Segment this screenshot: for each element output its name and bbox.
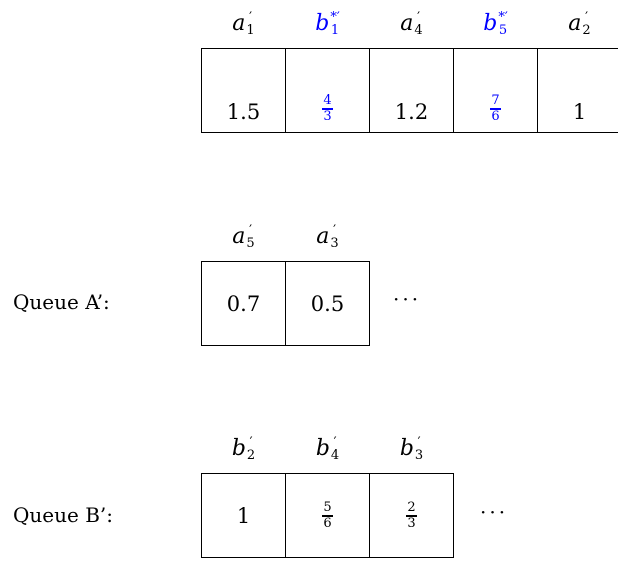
cell-value: 0.7 <box>226 291 261 316</box>
cell-value: 1 <box>572 100 587 124</box>
cell-label: b′2 <box>202 436 285 462</box>
queue-a-ellipsis: ··· <box>393 287 422 311</box>
label-sup: ′ <box>333 223 337 238</box>
numerator: 2 <box>406 499 417 517</box>
label-var: b <box>399 436 414 461</box>
label-sub: 2 <box>246 448 256 463</box>
label-sub: 3 <box>330 236 339 251</box>
label-sub: 5 <box>498 23 508 38</box>
label-sup: ′ <box>249 10 253 25</box>
queue-b-ellipsis: ··· <box>480 500 509 524</box>
cell-value: 1 <box>236 503 251 528</box>
denominator: 3 <box>407 515 416 531</box>
denominator: 6 <box>323 515 332 531</box>
label-var: b <box>483 11 498 36</box>
label-sub: 4 <box>330 448 340 463</box>
array-cell: a′4 1.2 <box>369 11 454 133</box>
label-sup: *′ <box>498 10 508 25</box>
cell-label: a′3 <box>286 224 369 250</box>
label-var: b <box>231 436 246 461</box>
array-cell: a′2 1 <box>537 11 618 133</box>
cell-label: b′3 <box>370 436 453 462</box>
label-sub: 3 <box>414 448 424 463</box>
label-var: a <box>568 11 582 36</box>
queue-b-label: Queue B’: <box>13 503 113 527</box>
queue-a-label: Queue A’: <box>13 290 110 314</box>
denominator: 3 <box>323 109 332 124</box>
label-var: a <box>232 11 246 36</box>
label-sub: 5 <box>246 236 255 251</box>
array-cell: b′2 1 <box>201 436 286 558</box>
cell-label: b′4 <box>286 436 369 462</box>
array-cell: a′3 0.5 <box>285 224 370 346</box>
label-sup: ′ <box>249 223 253 238</box>
cell-label: b*′5 <box>454 11 537 37</box>
label-sup: *′ <box>330 10 340 25</box>
label-sub: 1 <box>246 23 255 38</box>
numerator: 4 <box>322 93 333 110</box>
cell-label: a′1 <box>202 11 285 37</box>
array-cell: a′1 1.5 <box>201 11 286 133</box>
cell-value: 1.5 <box>226 100 261 124</box>
cell-label: a′2 <box>538 11 618 37</box>
cell-value: 0.5 <box>310 291 345 316</box>
label-sup: ′ <box>417 10 421 25</box>
numerator: 5 <box>322 499 333 517</box>
numerator: 7 <box>490 93 501 110</box>
label-sup: ′ <box>333 435 337 450</box>
label-var: b <box>315 11 330 36</box>
label-var: b <box>315 436 330 461</box>
label-sup: ′ <box>585 10 589 25</box>
cell-label: a′5 <box>202 224 285 250</box>
cell-value: 1.2 <box>394 100 429 124</box>
denominator: 6 <box>491 109 500 124</box>
cell-label: b*′1 <box>286 11 369 37</box>
cell-label: a′4 <box>370 11 453 37</box>
label-sub: 2 <box>582 23 591 38</box>
label-sup: ′ <box>417 435 421 450</box>
label-var: a <box>316 224 330 249</box>
label-var: a <box>232 224 246 249</box>
label-sub: 1 <box>330 23 340 38</box>
label-var: a <box>400 11 414 36</box>
label-sub: 4 <box>414 23 423 38</box>
array-cell: a′5 0.7 <box>201 224 286 346</box>
label-sup: ′ <box>249 435 253 450</box>
